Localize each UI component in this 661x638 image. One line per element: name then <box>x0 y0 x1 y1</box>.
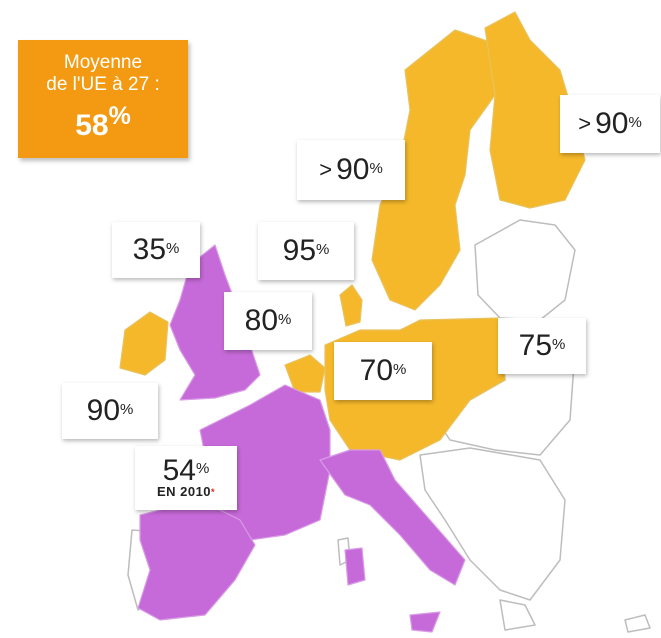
cyprus <box>624 614 651 633</box>
italy <box>319 449 466 586</box>
sicily-island <box>409 611 441 633</box>
united-kingdom <box>169 244 261 401</box>
denmark <box>339 284 363 327</box>
finland <box>484 11 586 209</box>
callout-germany: 70% <box>334 342 432 400</box>
callout-poland: 75% <box>498 318 586 374</box>
callout-ireland: 90% <box>62 383 158 439</box>
baltic-countries <box>474 219 576 321</box>
eu-average-line2: de l'UE à 27 : <box>46 74 160 95</box>
eu-average-box: Moyenne de l'UE à 27 : 58% <box>18 40 188 158</box>
callout-france: 54% EN 2010* <box>135 446 237 510</box>
greece-islands <box>499 599 536 631</box>
callout-scotland: 35% <box>112 222 200 278</box>
benelux <box>284 354 326 393</box>
callout-sweden: >90% <box>297 140 405 200</box>
sardinia-island <box>344 547 366 586</box>
callout-denmark: 95% <box>258 222 354 280</box>
callout-finland: >90% <box>560 95 660 153</box>
eu-average-value: 58% <box>75 102 131 142</box>
ireland <box>119 311 169 376</box>
balkans <box>419 447 566 601</box>
eu-average-line1: Moyenne <box>63 52 143 73</box>
callout-england: 80% <box>224 292 312 350</box>
france-year-note: EN 2010* <box>156 484 216 499</box>
spain <box>137 499 256 621</box>
